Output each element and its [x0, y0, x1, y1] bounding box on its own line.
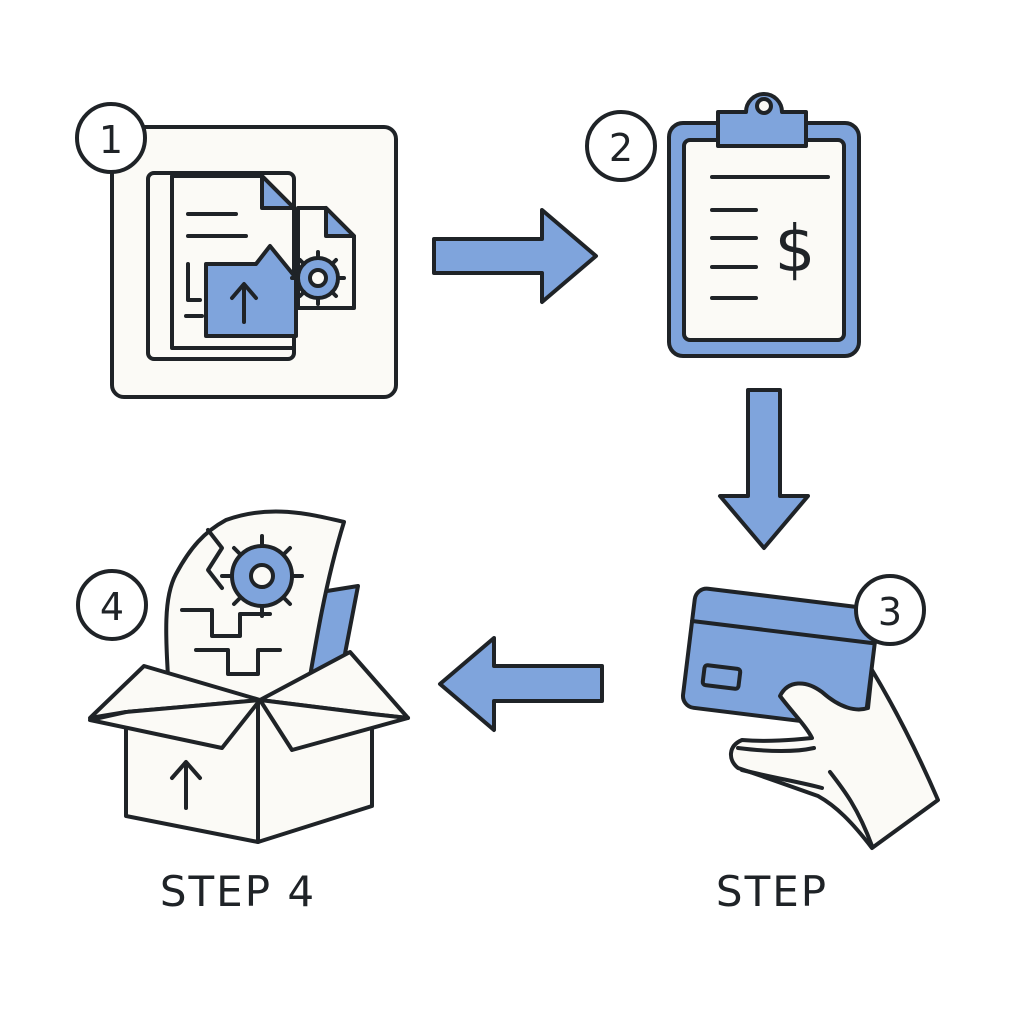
step-2-panel: $ 2: [585, 92, 861, 358]
step-1-number: 1: [99, 118, 123, 162]
step-2-number: 2: [609, 126, 633, 170]
step-4-badge: 4: [76, 569, 148, 641]
gear-icon: [220, 534, 304, 618]
step-4-label: STEP 4: [160, 867, 316, 916]
step-1-panel: 1: [75, 102, 398, 399]
step-3-label: STEP: [716, 867, 828, 916]
credit-card-hand-icon: [680, 586, 940, 850]
step-3-badge: 3: [854, 574, 926, 646]
step-4-panel: 4: [76, 509, 410, 844]
open-box-delivery-icon: [88, 509, 410, 844]
step-3-number: 3: [878, 590, 902, 634]
step-3-panel: 3: [680, 574, 940, 850]
step-2-badge: 2: [585, 110, 657, 182]
arrow-right: [432, 208, 598, 304]
arrow-down: [718, 388, 810, 550]
clipboard-invoice-icon: $: [667, 92, 861, 358]
document-upload-icon: [146, 171, 356, 361]
dollar-symbol: $: [775, 213, 816, 287]
step-1-badge: 1: [75, 102, 147, 174]
step-4-number: 4: [100, 585, 124, 629]
arrow-left: [438, 636, 604, 732]
gear-icon: [290, 250, 346, 306]
